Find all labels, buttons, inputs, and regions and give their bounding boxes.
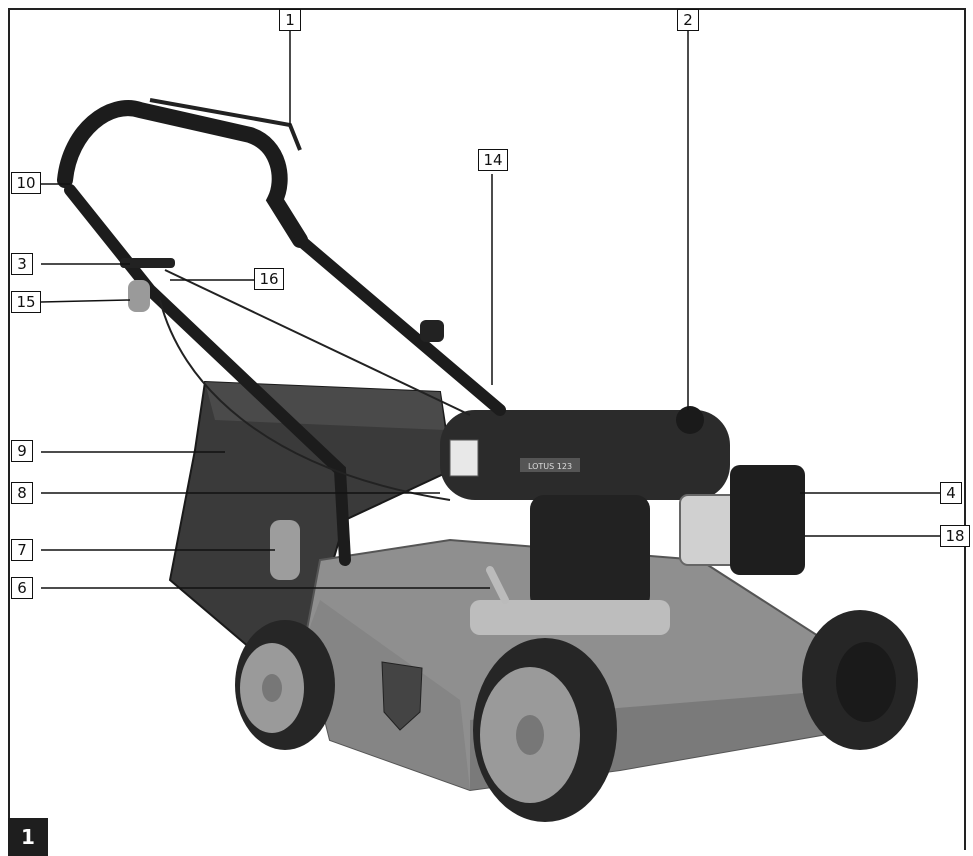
handle-left-bar	[64, 184, 351, 566]
front-right-wheel	[802, 610, 918, 750]
rear-left-wheel	[235, 620, 335, 750]
engine-decal-text: LOTUS 123	[528, 462, 572, 471]
engine-block	[530, 495, 650, 610]
callout-8: 8	[11, 482, 33, 504]
callout-15: 15	[11, 291, 41, 313]
handle-right-bar	[294, 234, 506, 416]
engine-sticker	[449, 439, 479, 477]
callout-3: 3	[11, 253, 33, 275]
callout-4: 4	[940, 482, 962, 504]
drive-cable	[159, 299, 451, 501]
air-filter	[730, 465, 805, 575]
leader-lines	[40, 30, 940, 589]
callout-7: 7	[11, 539, 33, 561]
callout-14: 14	[478, 149, 508, 171]
upper-handle	[57, 100, 308, 248]
handle-knob-15	[128, 280, 150, 312]
callout-10: 10	[11, 172, 41, 194]
engine-shroud	[440, 410, 730, 500]
height-lever-6	[486, 566, 509, 604]
figure-frame	[8, 8, 966, 850]
callout-1: 1	[279, 9, 301, 31]
handle-clamp	[420, 320, 444, 342]
handle-lever-3	[120, 258, 175, 268]
callout-6: 6	[11, 577, 33, 599]
height-adjust-7	[270, 520, 300, 580]
callout-16: 16	[254, 268, 284, 290]
callout-18: 18	[940, 525, 970, 547]
engine-base	[470, 600, 670, 635]
deck-warning-label	[381, 661, 423, 731]
throttle-cable	[164, 269, 471, 416]
callout-2: 2	[677, 9, 699, 31]
callout-9: 9	[11, 440, 33, 462]
front-left-wheel	[473, 638, 617, 822]
fuel-cap	[676, 406, 704, 434]
engine-decal	[520, 458, 580, 472]
carburettor-cover	[679, 494, 739, 566]
figure-number-badge: 1	[8, 818, 48, 856]
